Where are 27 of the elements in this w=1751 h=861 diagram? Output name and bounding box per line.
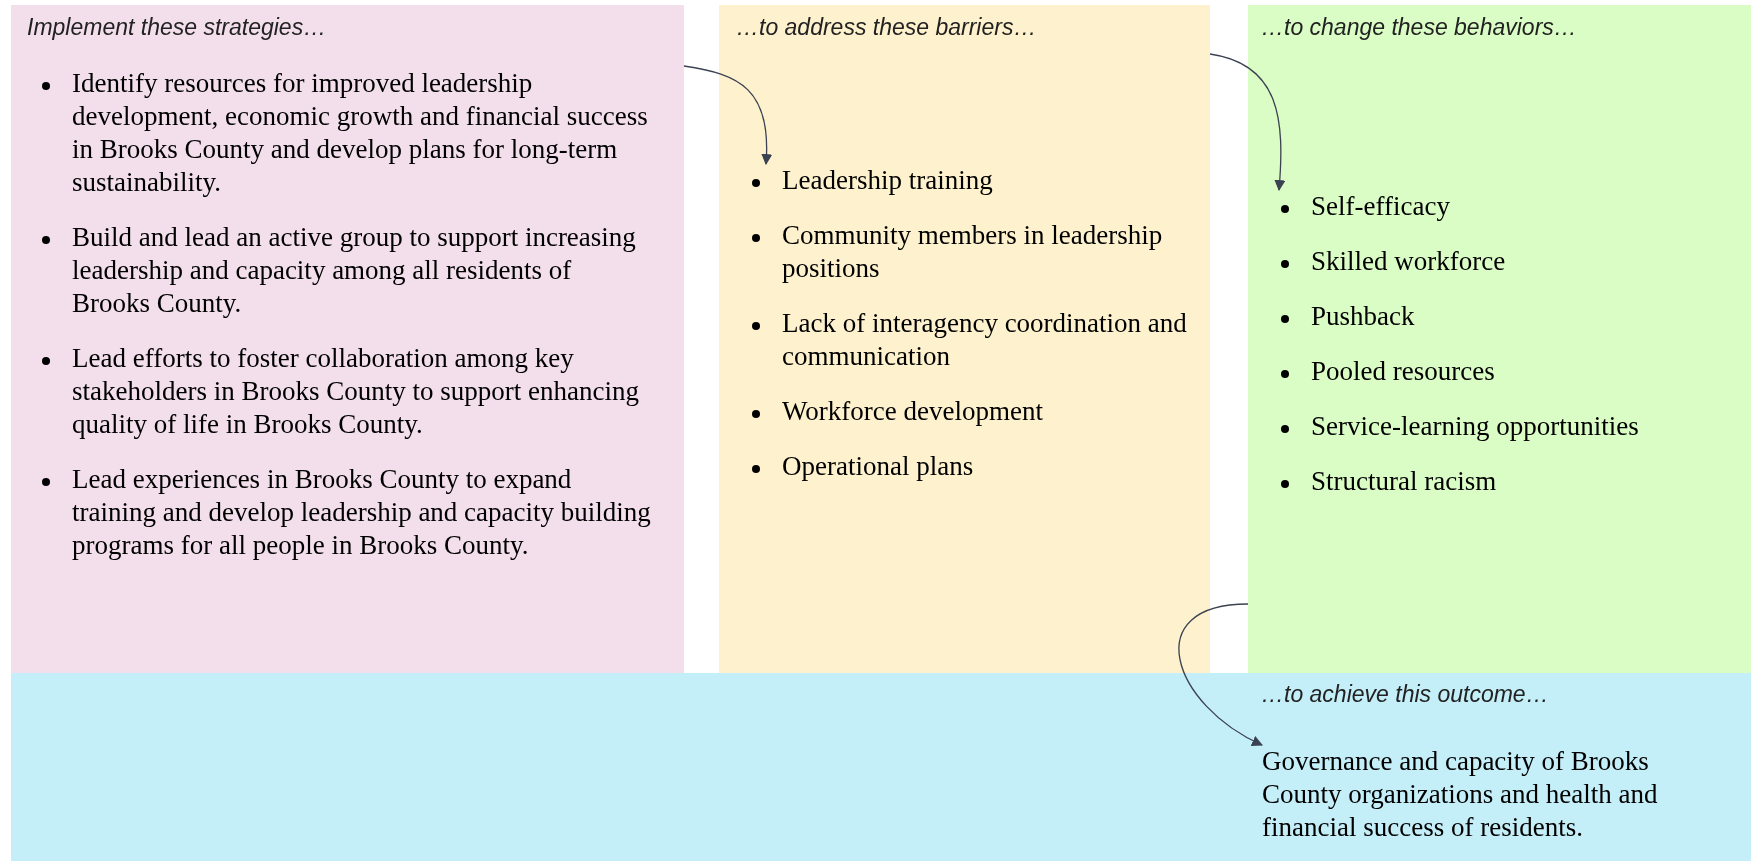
curved-arrow	[1178, 603, 1263, 746]
bullet-text: Workforce development	[782, 395, 1044, 428]
column-heading: …to address these barriers…	[736, 13, 1037, 42]
curved-arrow	[683, 65, 772, 166]
outcome-panel	[11, 673, 1751, 861]
bullet-text: Build and lead an active group to support increasing leadership and capacity among all residents of Brooks County.	[72, 221, 637, 320]
bullet-text: Structural racism	[1311, 465, 1498, 498]
outcome-text: Governance and capacity of Brooks County organizations and health and financial success of residents.	[1262, 745, 1732, 844]
bullet-text: Operational plans	[782, 450, 975, 483]
bullet-text: Lead experiences in Brooks County to expand training and develop leadership and capacity building programs for all people in Brooks County.	[72, 463, 652, 562]
bullet-text: Leadership training	[782, 164, 994, 197]
column-panel	[11, 5, 684, 673]
bullet-text: Pooled resources	[1311, 355, 1496, 388]
column-heading: Implement these strategies…	[27, 13, 327, 42]
column-heading: …to achieve this outcome…	[1261, 680, 1549, 709]
bullet-text: Lead efforts to foster collaboration among key stakeholders in Brooks County to support enhancing quality of life in Brooks County.	[72, 342, 640, 441]
column-panel	[1248, 5, 1751, 673]
bullet-text: Skilled workforce	[1311, 245, 1507, 278]
bullet-text: Service-learning opportunities	[1311, 410, 1640, 443]
bullet-text: Pushback	[1311, 300, 1416, 333]
bullet-text: Community members in leadership positions	[782, 219, 1164, 285]
bullet-text: Self-efficacy	[1311, 190, 1451, 223]
bullet-text: Identify resources for improved leadership development, economic growth and financial success in Brooks County and develop plans for long-term sustainability.	[72, 67, 649, 199]
curved-arrow	[1209, 53, 1286, 192]
column-panel	[719, 5, 1210, 673]
column-heading: …to change these behaviors…	[1261, 13, 1577, 42]
bullet-text: Lack of interagency coordination and communication	[782, 307, 1188, 373]
